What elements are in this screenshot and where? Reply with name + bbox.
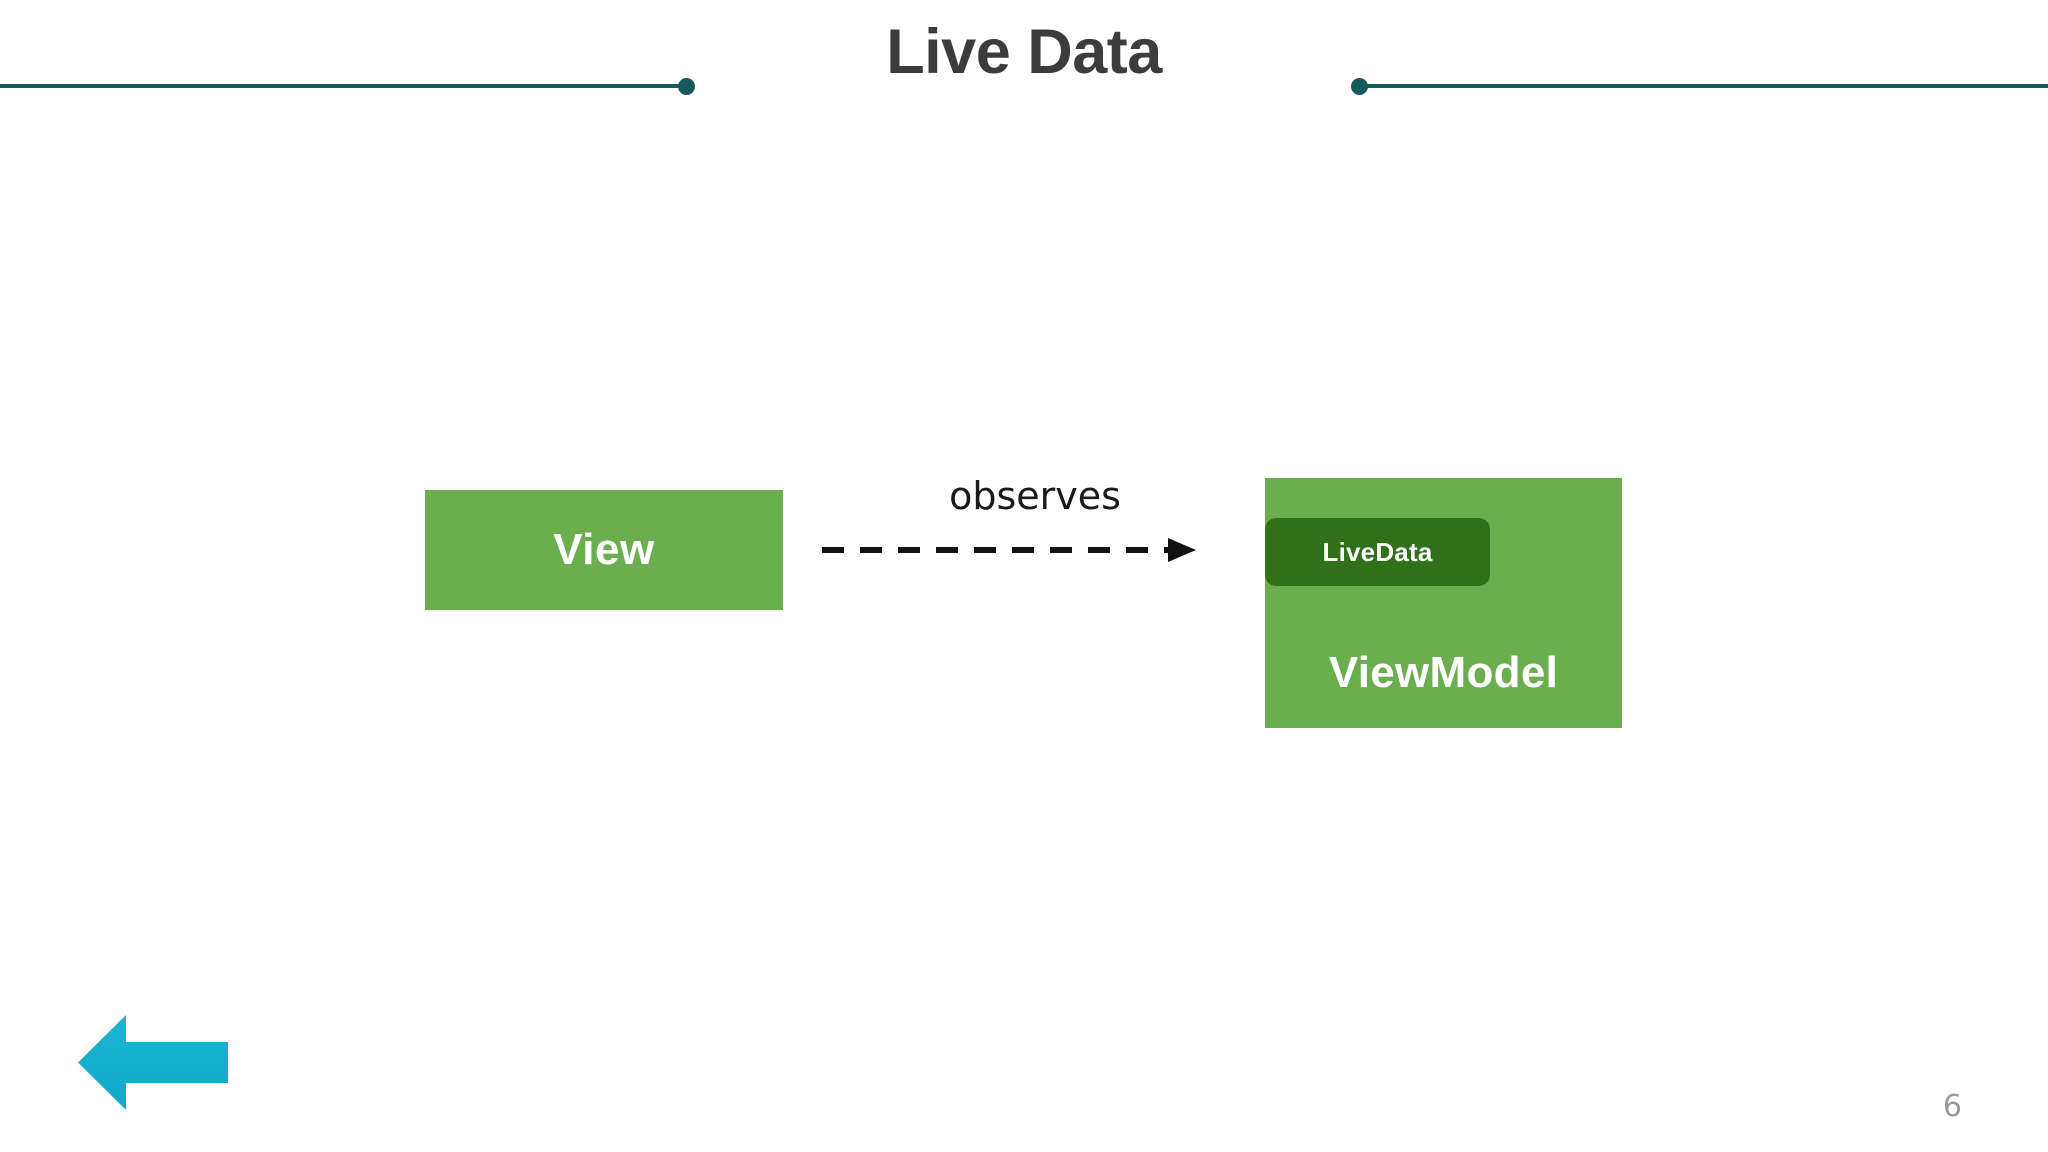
title-dot-left-icon [678,78,695,95]
diagram-node-viewmodel-label: ViewModel [1328,648,1559,697]
diagram-edge-observes-label: observes [949,474,1121,518]
back-arrow-icon[interactable] [78,1010,228,1115]
slide-header: Live Data [0,0,2048,130]
page-title: Live Data [886,17,1162,87]
page-number: 6 [1942,1089,1962,1124]
diagram-edge-observes-arrow-icon [822,538,1196,562]
diagram-badge-livedata: LiveData [1265,518,1490,586]
title-rule-left [0,84,690,88]
diagram-node-view: View [425,490,783,610]
title-dot-right-icon [1351,78,1368,95]
diagram-node-view-label: View [553,525,655,574]
diagram-node-viewmodel: ViewModel [1265,478,1622,728]
diagram-badge-livedata-label: LiveData [1322,536,1433,567]
title-rule-right [1358,84,2048,88]
